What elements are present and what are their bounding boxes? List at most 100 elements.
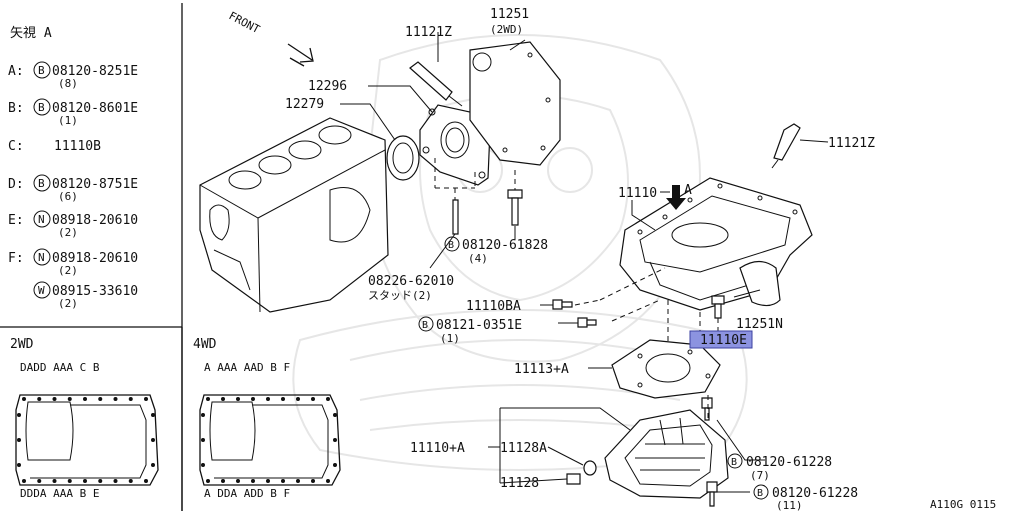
legend-part-number: 08918-20610 bbox=[52, 251, 138, 266]
bolt-marker bbox=[251, 479, 255, 483]
legend-part-number: 08918-20610 bbox=[52, 213, 138, 228]
label-08121: 08121-0351E bbox=[436, 318, 522, 333]
circle-b-61228-a-letter: B bbox=[731, 457, 737, 468]
bolt-marker bbox=[326, 479, 330, 483]
label-11128a: 11128A bbox=[500, 441, 547, 456]
legend-prefix: B bbox=[38, 101, 45, 114]
plate-11251 bbox=[469, 41, 561, 166]
legend-key: E: bbox=[8, 213, 24, 228]
label-08120-61228-a: 08120-61228 bbox=[746, 455, 832, 470]
bolt-08120-61228-b bbox=[706, 481, 718, 507]
label-11110a: 11110+A bbox=[410, 441, 465, 456]
label-08120-61228-b: 08120-61228 bbox=[772, 486, 858, 501]
leader-lines bbox=[340, 32, 829, 493]
panel-2wd-bolts bbox=[17, 397, 155, 483]
bolt-marker bbox=[221, 479, 225, 483]
legend-prefix-circle bbox=[33, 174, 51, 192]
label-08121-qty: (1) bbox=[440, 332, 460, 345]
legend-key: F: bbox=[8, 251, 24, 266]
arrow-a-indicator bbox=[666, 185, 686, 210]
legend-part-number: 08120-8251E bbox=[52, 64, 138, 79]
label-11128: 11128 bbox=[500, 476, 539, 491]
bolt-marker bbox=[236, 397, 240, 401]
bolt-08121 bbox=[577, 317, 597, 328]
legend-key: A: bbox=[8, 64, 24, 79]
legend-prefix: B bbox=[38, 177, 45, 190]
panel-2wd-title: 2WD bbox=[10, 337, 34, 352]
label-11110e[interactable]: 11110E bbox=[700, 333, 747, 348]
figure-code: A110G 0115 bbox=[930, 498, 996, 511]
bolt-marker bbox=[281, 479, 285, 483]
panel-4wd-top-letters: A AAA AAD B F bbox=[204, 361, 290, 374]
bolt-marker bbox=[333, 438, 337, 442]
bolt-marker bbox=[144, 397, 148, 401]
front-arrow bbox=[287, 43, 314, 67]
legend-qty: (2) bbox=[58, 226, 78, 239]
cover-11251N bbox=[739, 260, 781, 307]
label-arrow-a: A bbox=[684, 183, 692, 198]
bolt-marker bbox=[206, 479, 210, 483]
label-12279: 12279 bbox=[285, 97, 324, 112]
bolt-marker bbox=[37, 397, 42, 401]
bolt-marker bbox=[201, 438, 205, 442]
legend-prefix-circle bbox=[33, 61, 51, 79]
bolt-marker bbox=[128, 397, 133, 401]
bolt-marker bbox=[67, 397, 72, 401]
bolt-marker bbox=[128, 479, 133, 483]
stud-08226 bbox=[452, 188, 459, 235]
legend-part-number: 08915-33610 bbox=[52, 284, 138, 299]
highlight-11110e[interactable] bbox=[689, 330, 753, 349]
panel-4wd-title: 4WD bbox=[193, 337, 217, 352]
bolt-11110BA bbox=[552, 299, 573, 310]
label-11121z-right: 11121Z bbox=[828, 136, 875, 151]
bolt-marker bbox=[221, 397, 225, 401]
bolt-marker bbox=[98, 397, 103, 401]
bolt-marker bbox=[296, 479, 300, 483]
label-11251: 11251 bbox=[490, 7, 529, 22]
bolt-marker bbox=[333, 413, 337, 417]
label-08120-61228-b-qty: (11) bbox=[776, 499, 803, 511]
legend-qty: (2) bbox=[58, 297, 78, 310]
bolt-marker bbox=[83, 479, 87, 483]
bolt-marker bbox=[83, 397, 87, 401]
panel-2wd-bottom-letters: DDDA AAA B E bbox=[20, 487, 99, 500]
legend-prefix: W bbox=[38, 284, 45, 297]
legend-part-number: 11110B bbox=[54, 139, 101, 154]
bolt-marker bbox=[311, 397, 315, 401]
legend-prefix-circle bbox=[33, 98, 51, 116]
bolt-marker bbox=[326, 397, 330, 401]
legend-prefix: B bbox=[38, 64, 45, 77]
sealant-tube-right bbox=[771, 123, 801, 169]
legend-key: C: bbox=[8, 139, 24, 154]
front-indicator: FRONT bbox=[227, 9, 314, 67]
bolt-marker bbox=[151, 463, 155, 467]
panel-4wd-pan-outline bbox=[199, 394, 341, 486]
bolt-marker bbox=[311, 479, 315, 483]
bolt-08120-61228-a bbox=[701, 397, 713, 421]
assembly-lines bbox=[434, 158, 719, 420]
legend-prefix: N bbox=[38, 213, 45, 226]
engine-block bbox=[199, 117, 389, 313]
label-08226-note: スタッド(2) bbox=[368, 289, 432, 302]
bolt-marker bbox=[266, 397, 270, 401]
label-11110: 11110 bbox=[618, 186, 657, 201]
legend-qty: (6) bbox=[58, 190, 78, 203]
circle-b-61228-a bbox=[727, 453, 743, 469]
panel-2wd-top-letters: DADD AAA C B bbox=[20, 361, 100, 374]
legend-title: 矢視 A bbox=[10, 26, 52, 41]
gasket-11113 bbox=[611, 339, 721, 399]
circle-b-61228-b bbox=[753, 484, 769, 500]
label-11110ba: 11110BA bbox=[466, 299, 521, 314]
seal-12279 bbox=[386, 135, 420, 181]
legend-prefix-circle bbox=[33, 210, 51, 228]
label-11121z-top: 11121Z bbox=[405, 25, 452, 40]
circle-b-61828-letter: B bbox=[448, 240, 454, 251]
bolt-marker bbox=[113, 479, 118, 483]
bolt-11110E bbox=[711, 295, 725, 319]
bolt-marker bbox=[266, 479, 270, 483]
label-12296: 12296 bbox=[308, 79, 347, 94]
legend-key: B: bbox=[8, 101, 24, 116]
